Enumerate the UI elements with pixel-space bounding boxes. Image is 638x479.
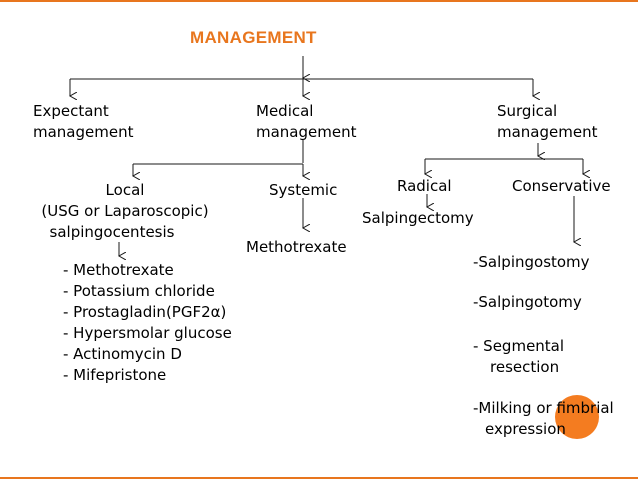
decorative-circle: [555, 395, 599, 439]
conservative-node: Conservative: [512, 177, 611, 195]
salpingotomy-label: -Salpingotomy: [473, 293, 582, 311]
surgical-line-1: Surgical: [497, 102, 558, 120]
conservative-procedure-3: - Segmental resection: [473, 336, 564, 378]
radical-procedure: Salpingectomy: [362, 209, 474, 227]
expectant-node: Expectant management: [33, 101, 133, 143]
surgical-line-2: management: [497, 123, 598, 141]
local-line-1: Local: [105, 181, 145, 199]
local-drug-5: - Actinomycin D: [63, 345, 182, 363]
local-drug-list: - Methotrexate - Potassium chloride - Pr…: [63, 260, 232, 386]
surgical-node: Surgical management: [497, 101, 597, 143]
local-node: Local (USG or Laparoscopic) salpingocent…: [5, 180, 245, 243]
segmental-line-1: - Segmental: [473, 337, 565, 355]
conservative-procedure-1: -Salpingostomy: [473, 252, 590, 273]
radical-node: Radical: [397, 177, 452, 195]
conservative-procedure-4: -Milking or fimbrial expression: [473, 398, 614, 440]
systemic-drug: Methotrexate: [246, 238, 347, 256]
medical-node: Medical management: [256, 101, 356, 143]
local-drug-3: - Prostagladin(PGF2α): [63, 303, 227, 321]
local-drug-6: - Mifepristone: [63, 366, 167, 384]
local-line-3: salpingocentesis: [49, 223, 175, 241]
bottom-border: [0, 477, 638, 479]
expectant-line-1: Expectant: [33, 102, 109, 120]
conservative-procedure-2: -Salpingotomy: [473, 292, 582, 313]
diagram-title: MANAGEMENT: [190, 28, 317, 47]
local-line-2: (USG or Laparoscopic): [41, 202, 209, 220]
milking-line-1: -Milking or fimbrial: [473, 399, 614, 417]
systemic-node: Systemic: [269, 181, 338, 199]
segmental-line-2: resection: [490, 358, 560, 376]
local-drug-1: - Methotrexate: [63, 261, 174, 279]
salpingostomy-label: -Salpingostomy: [473, 253, 590, 271]
top-border: [0, 0, 638, 2]
medical-line-2: management: [256, 123, 357, 141]
local-drug-2: - Potassium chloride: [63, 282, 215, 300]
milking-line-2: expression: [485, 420, 566, 438]
local-drug-4: - Hypersmolar glucose: [63, 324, 232, 342]
expectant-line-2: management: [33, 123, 134, 141]
medical-line-1: Medical: [256, 102, 314, 120]
